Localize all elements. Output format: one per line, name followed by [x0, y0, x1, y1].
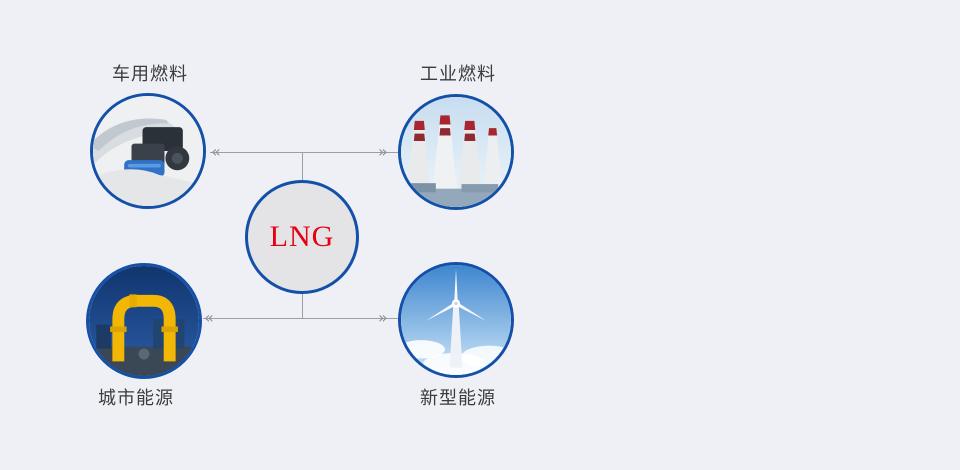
lng-center-label: LNG [269, 220, 335, 253]
node-vehicle-fuel [90, 93, 206, 209]
label-industrial-fuel: 工业燃料 [420, 64, 496, 84]
label-new-energy: 新型能源 [420, 388, 496, 408]
arrow-right-icon: » [378, 142, 388, 161]
wind-turbine-photo-icon [401, 265, 511, 375]
label-vehicle-fuel: 车用燃料 [112, 64, 188, 84]
arrow-left-icon: « [204, 308, 214, 327]
arrow-left-icon: « [211, 142, 221, 161]
node-new-energy [398, 262, 514, 378]
node-city-energy [86, 263, 202, 379]
connector-bottom-stem [302, 294, 303, 318]
connector-bottom-line [203, 318, 399, 319]
car-engine-photo-icon [93, 96, 203, 206]
gas-pipeline-photo-icon [89, 266, 199, 376]
node-industrial-fuel [398, 94, 514, 210]
power-plant-photo-icon [401, 97, 511, 207]
connector-top-line [210, 152, 400, 153]
lng-center-node: LNG [245, 180, 359, 294]
arrow-right-icon: » [378, 308, 388, 327]
label-city-energy: 城市能源 [98, 388, 174, 408]
connector-top-stem [302, 152, 303, 180]
